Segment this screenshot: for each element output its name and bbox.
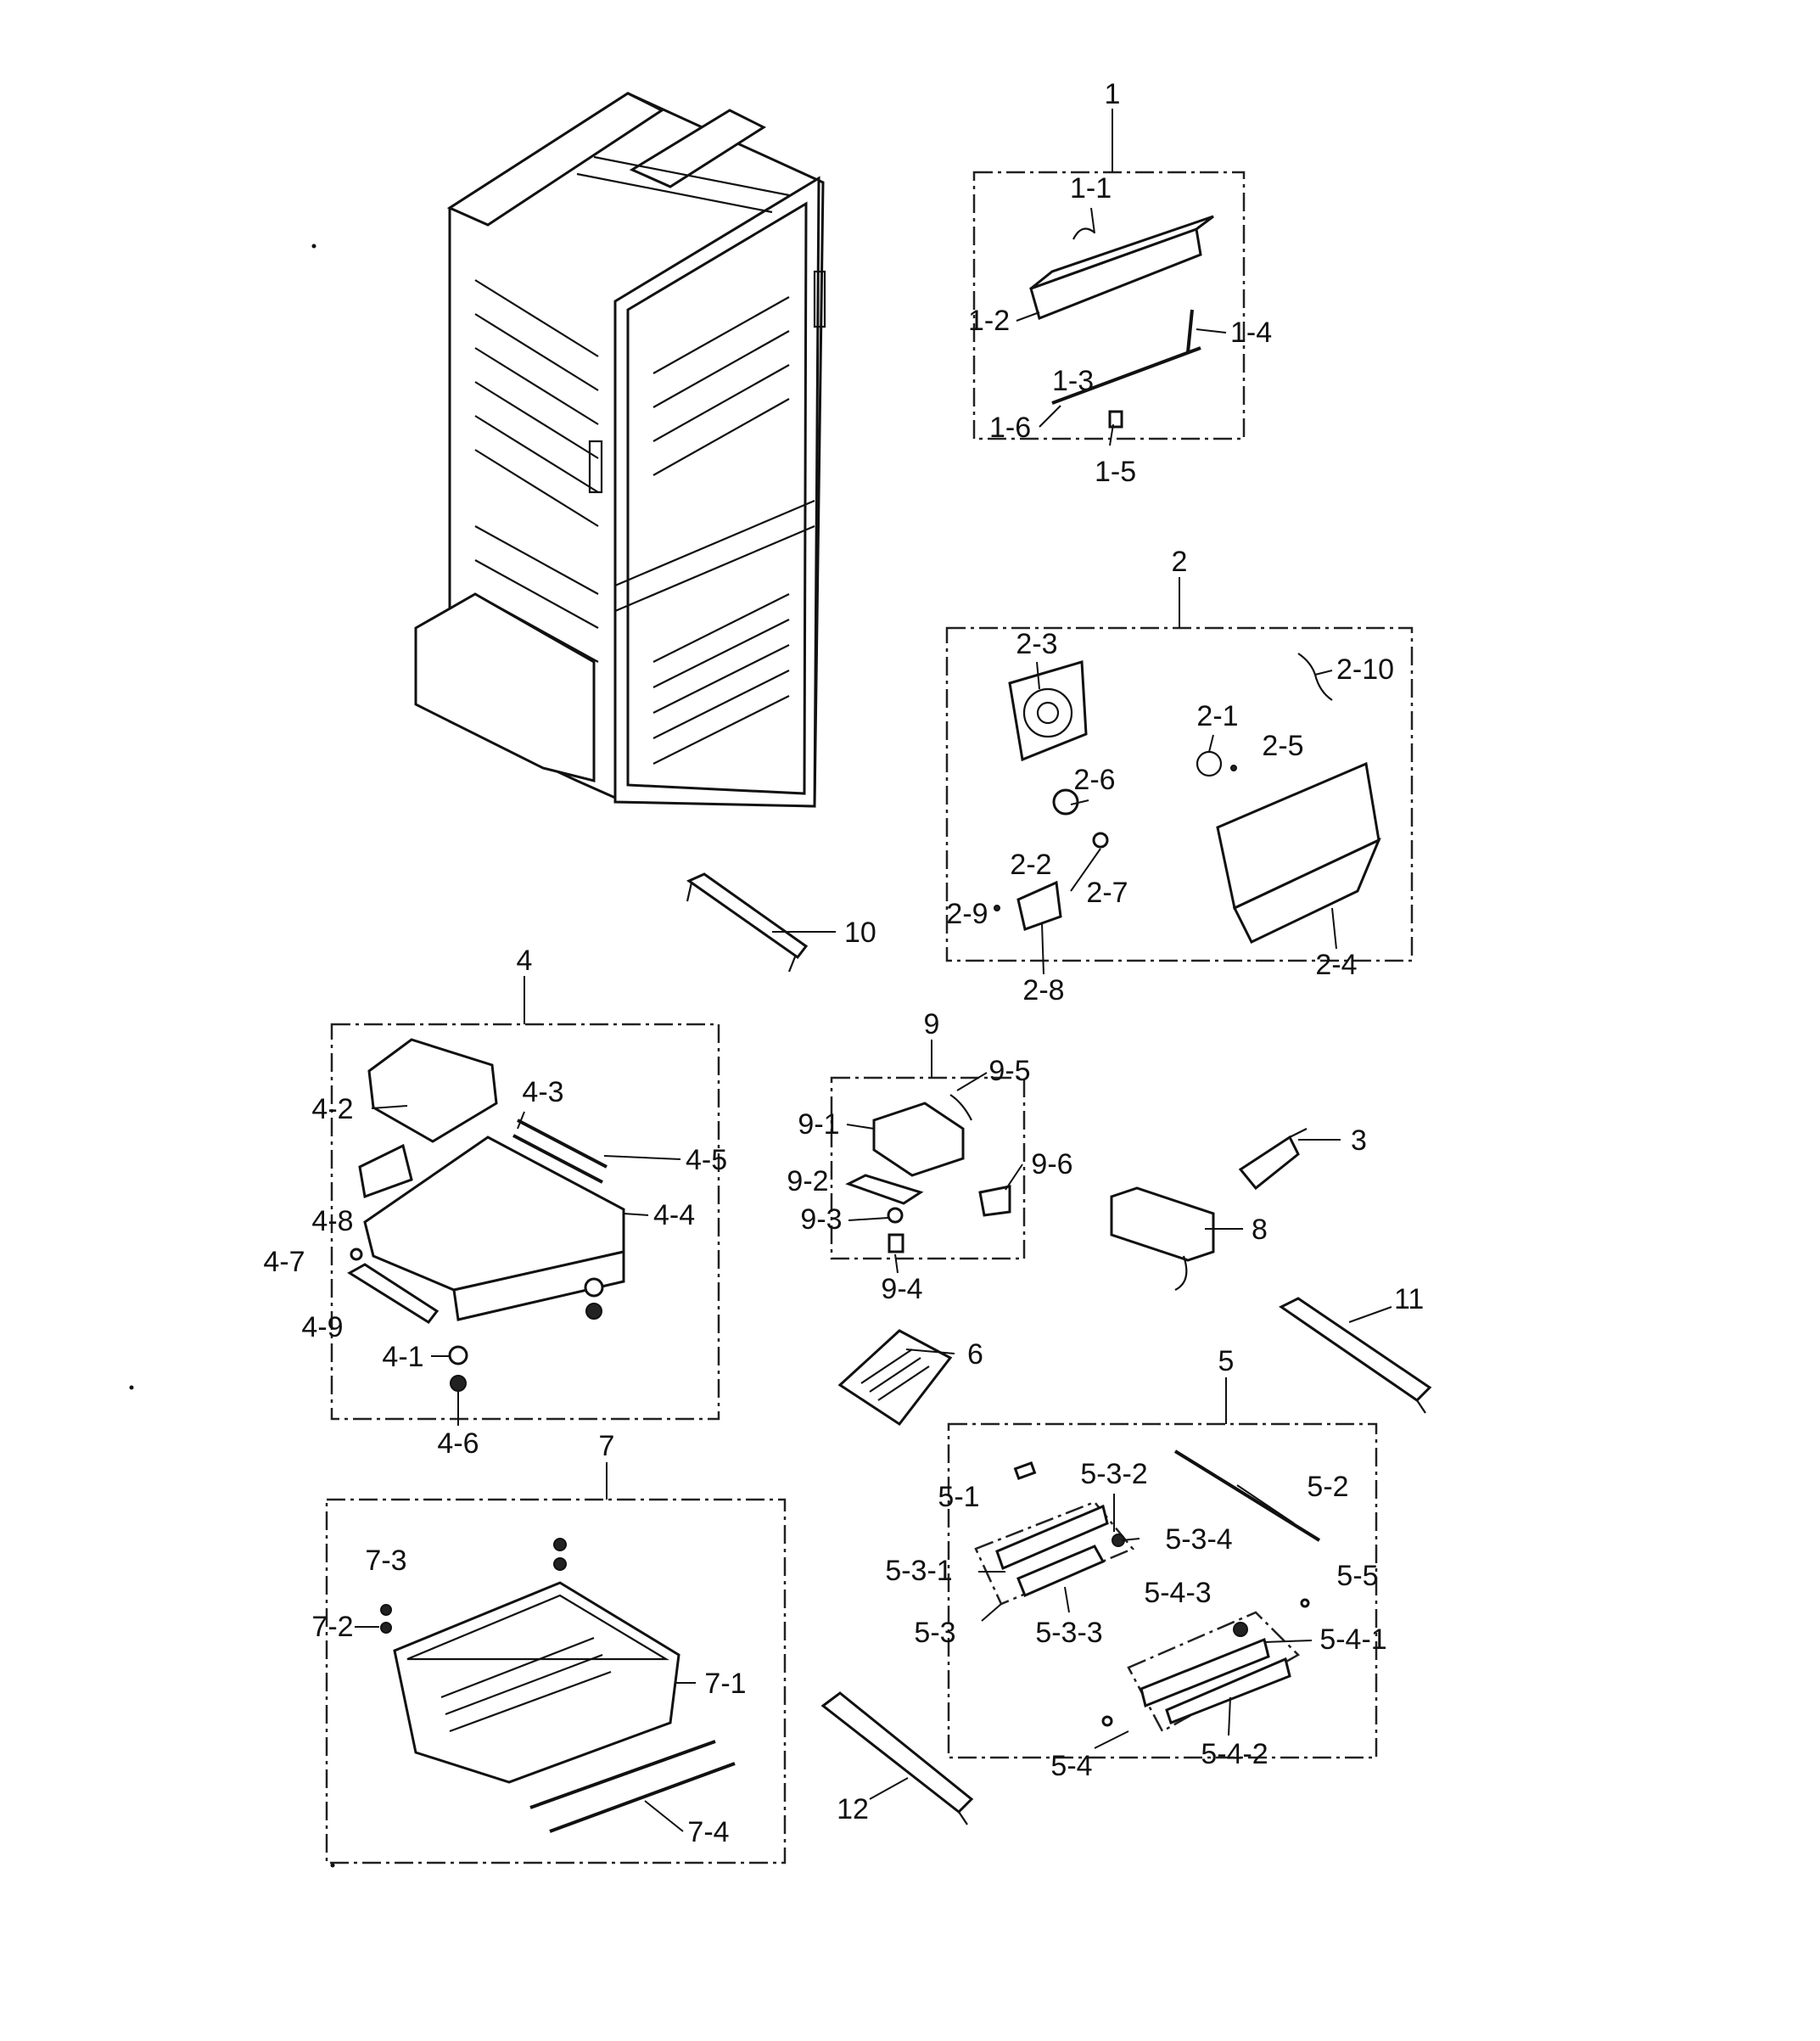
label-9-3: 9-3 — [800, 1203, 842, 1236]
label-9-4: 9-4 — [881, 1273, 922, 1305]
label-5-1: 5-1 — [938, 1481, 979, 1513]
label-5-3-2: 5-3-2 — [1080, 1458, 1147, 1490]
label-4-6: 4-6 — [437, 1427, 479, 1460]
part-group-7: 7 7-3 7-2 7-1 7-4 — [311, 1430, 787, 1864]
label-9-1: 9-1 — [798, 1108, 839, 1141]
label-2: 2 — [1172, 546, 1188, 578]
label-2-1: 2-1 — [1196, 700, 1238, 732]
label-4-5: 4-5 — [686, 1144, 727, 1176]
label-5-4-3: 5-4-3 — [1144, 1577, 1211, 1609]
label-4-2: 4-2 — [311, 1093, 353, 1125]
label-4: 4 — [517, 945, 533, 977]
label-4-1: 4-1 — [382, 1341, 423, 1373]
part-11: 11 — [1279, 1283, 1432, 1414]
label-9-6: 9-6 — [1031, 1148, 1072, 1180]
label-2-2: 2-2 — [1010, 849, 1051, 881]
label-11: 11 — [1394, 1283, 1424, 1315]
label-9: 9 — [924, 1008, 940, 1040]
part-group-5: 5 5-1 5-2 5-3-2 5-3-4 5-3-1 5-5 5-4-3 5-… — [885, 1345, 1386, 1782]
label-7-4: 7-4 — [687, 1816, 729, 1848]
label-5-4-2: 5-4-2 — [1201, 1738, 1268, 1770]
label-1-2: 1-2 — [968, 305, 1010, 337]
label-1-1: 1-1 — [1070, 172, 1112, 205]
part-12: 12 — [820, 1691, 974, 1825]
label-1-3: 1-3 — [1052, 365, 1094, 397]
label-2-10: 2-10 — [1336, 653, 1394, 686]
label-5-3-1: 5-3-1 — [885, 1555, 952, 1587]
label-5: 5 — [1218, 1345, 1235, 1377]
label-10: 10 — [844, 917, 876, 949]
label-1-4: 1-4 — [1230, 317, 1272, 349]
label-9-2: 9-2 — [787, 1165, 828, 1197]
label-2-7: 2-7 — [1086, 877, 1128, 909]
label-8: 8 — [1252, 1214, 1268, 1246]
label-6: 6 — [967, 1338, 983, 1371]
label-1-5: 1-5 — [1095, 456, 1136, 488]
label-5-3-4: 5-3-4 — [1165, 1523, 1232, 1556]
label-5-3: 5-3 — [914, 1617, 955, 1649]
label-1-6: 1-6 — [989, 412, 1031, 444]
label-7: 7 — [599, 1430, 615, 1462]
label-2-5: 2-5 — [1262, 730, 1303, 762]
label-4-7: 4-7 — [263, 1246, 305, 1278]
label-7-1: 7-1 — [704, 1668, 746, 1700]
part-10: 10 — [686, 872, 876, 973]
label-2-4: 2-4 — [1315, 949, 1357, 981]
label-2-6: 2-6 — [1073, 764, 1115, 796]
label-2-8: 2-8 — [1022, 974, 1064, 1006]
label-5-4: 5-4 — [1050, 1750, 1092, 1782]
cabinet-drawing — [414, 92, 826, 808]
label-4-4: 4-4 — [653, 1199, 695, 1231]
part-3: 3 — [1238, 1124, 1367, 1191]
part-group-1: 1 1-1 1-2 1-3 1-4 1-5 1-6 — [968, 78, 1272, 488]
label-12: 12 — [837, 1793, 869, 1825]
label-4-3: 4-3 — [522, 1076, 563, 1108]
label-5-2: 5-2 — [1307, 1471, 1348, 1503]
label-2-3: 2-3 — [1016, 628, 1057, 660]
part-group-4: 4 4-2 4-3 4-5 4-4 4-8 4-7 4-9 4-1 4-6 — [263, 945, 727, 1460]
label-3: 3 — [1351, 1124, 1367, 1157]
label-7-3: 7-3 — [365, 1545, 406, 1577]
label-5-4-1: 5-4-1 — [1319, 1623, 1386, 1656]
label-2-9: 2-9 — [946, 898, 988, 930]
label-7-2: 7-2 — [311, 1611, 353, 1643]
label-9-5: 9-5 — [988, 1055, 1030, 1087]
label-5-5: 5-5 — [1336, 1560, 1378, 1592]
part-8: 8 — [1110, 1186, 1268, 1291]
label-1: 1 — [1105, 78, 1121, 110]
label-5-3-3: 5-3-3 — [1035, 1617, 1102, 1649]
label-4-9: 4-9 — [301, 1311, 343, 1343]
label-4-8: 4-8 — [311, 1205, 353, 1237]
part-group-9: 9 9-1 9-5 9-2 9-6 9-3 9-4 — [787, 1008, 1072, 1305]
part-6: 6 — [837, 1329, 983, 1427]
part-group-2: 2 2-3 2-10 2-1 2-5 2-6 2-2 2-7 2-9 2-8 2… — [945, 546, 1414, 1006]
